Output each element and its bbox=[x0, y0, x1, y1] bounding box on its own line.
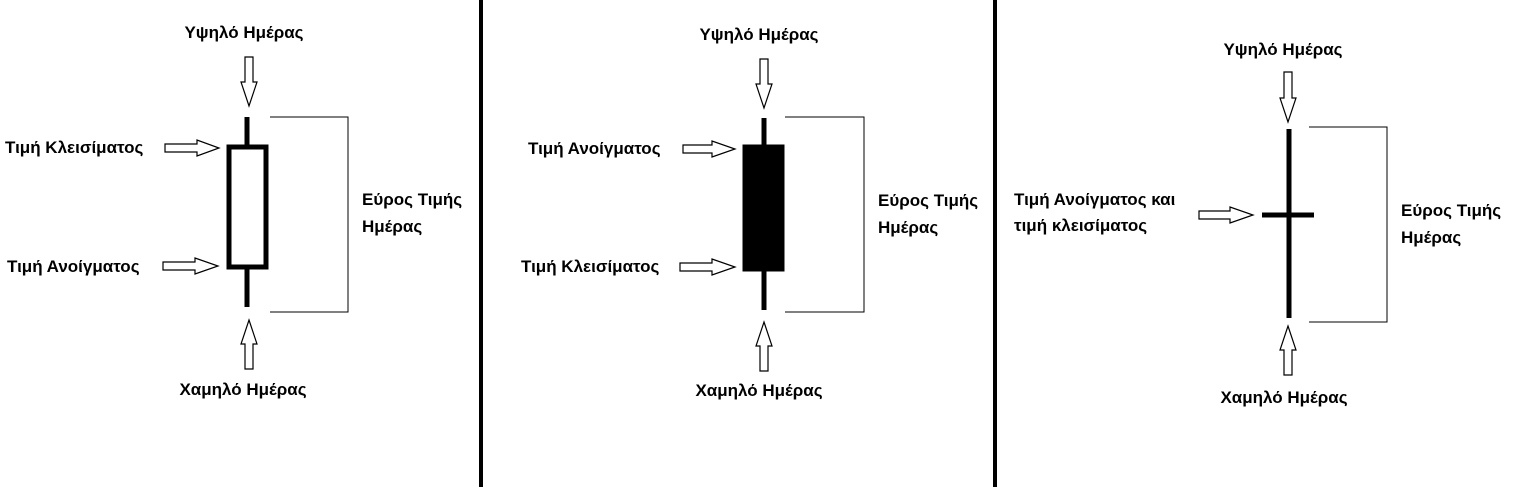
right-arrow-icon bbox=[162, 257, 220, 275]
range-label-line1: Εύρος Τιμής bbox=[878, 191, 978, 210]
open-price-label: Τιμή Ανοίγματος bbox=[528, 139, 661, 158]
range-bracket bbox=[270, 116, 349, 313]
low-label: Χαμηλό Ημέρας bbox=[179, 380, 306, 399]
range-label-line1: Εύρος Τιμής bbox=[1401, 201, 1501, 220]
range-label-line2: Ημέρας bbox=[1401, 228, 1461, 247]
range-label-line1: Εύρος Τιμής bbox=[362, 190, 462, 209]
open-close-label-line2: τιμή κλεισίματος bbox=[1014, 216, 1147, 235]
low-label: Χαμηλό Ημέρας bbox=[1220, 388, 1347, 407]
range-label-line2: Ημέρας bbox=[878, 218, 938, 237]
right-arrow-icon bbox=[164, 139, 221, 157]
down-arrow-icon bbox=[1279, 71, 1297, 124]
open-price-label: Τιμή Ανοίγματος bbox=[7, 257, 140, 276]
panel-bearish: Υψηλό Ημέρας Χαμηλό Ημέρας Τιμή Ανοίγματ… bbox=[521, 25, 978, 400]
down-arrow-icon bbox=[755, 58, 773, 110]
down-arrow-icon bbox=[240, 56, 258, 108]
high-label: Υψηλό Ημέρας bbox=[184, 23, 303, 42]
right-arrow-icon bbox=[682, 140, 737, 158]
candle-body-white bbox=[226, 144, 269, 270]
up-arrow-icon bbox=[1279, 324, 1297, 376]
close-price-label: Τιμή Κλεισίματος bbox=[521, 257, 660, 276]
low-label: Χαμηλό Ημέρας bbox=[695, 381, 822, 400]
up-arrow-icon bbox=[240, 318, 258, 370]
high-label: Υψηλό Ημέρας bbox=[699, 25, 818, 44]
right-arrow-icon bbox=[1198, 206, 1255, 224]
range-bracket bbox=[1309, 126, 1388, 323]
high-label: Υψηλό Ημέρας bbox=[1223, 40, 1342, 59]
candle-body-black bbox=[742, 144, 785, 272]
range-bracket bbox=[785, 116, 865, 313]
open-close-label-line1: Τιμή Ανοίγματος και bbox=[1014, 190, 1176, 209]
panel-doji: Υψηλό Ημέρας Χαμηλό Ημέρας Τιμή Ανοίγματ… bbox=[1014, 40, 1501, 407]
right-arrow-icon bbox=[679, 258, 737, 276]
range-label-line2: Ημέρας bbox=[362, 217, 422, 236]
close-price-label: Τιμή Κλεισίματος bbox=[5, 138, 144, 157]
panel-bullish: Υψηλό Ημέρας Χαμηλό Ημέρας Τιμή Κλεισίμα… bbox=[5, 23, 462, 399]
up-arrow-icon bbox=[755, 320, 773, 372]
